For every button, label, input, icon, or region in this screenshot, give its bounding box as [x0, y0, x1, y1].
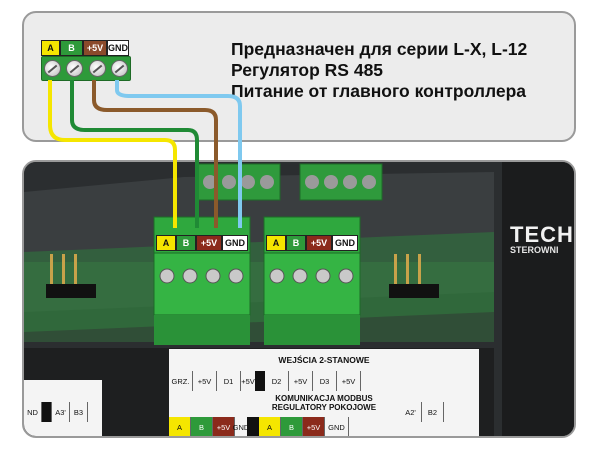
strip-cell: D2 [265, 371, 289, 391]
label-a: A [266, 235, 286, 251]
label-5v: +5V [83, 40, 107, 56]
callout-line-power: Питание от главного контроллера [231, 81, 527, 101]
connector-left-labels: A B +5V GND [156, 235, 248, 251]
strip-cell: A3' [52, 402, 70, 422]
screw-icon [89, 60, 106, 77]
label-gnd: GND [222, 235, 248, 251]
strip-cell: B3 [70, 402, 88, 422]
strip-cell: B [191, 417, 213, 436]
strip-cell: +5V [289, 371, 313, 391]
strip-title: WEJŚCIA 2-STANOWE [278, 355, 370, 365]
label-b: B [176, 235, 196, 251]
controller-housing [502, 162, 574, 436]
strip-cell: +5V [213, 417, 235, 436]
strip-cell: ND [24, 402, 42, 422]
label-5v: +5V [306, 235, 332, 251]
strip-cell: B2 [422, 402, 444, 422]
brand-logo: TECH [510, 222, 574, 247]
strip-cell: A [169, 417, 191, 436]
label-5v: +5V [196, 235, 222, 251]
screw-icon [66, 60, 83, 77]
strip-cell: +5V [193, 371, 217, 391]
callout-line-series: Предназначен для серии L-X, L-12 [231, 39, 528, 59]
screw-icon [111, 60, 128, 77]
mid-strip-row: A2' B2 [400, 402, 444, 422]
callout-text: Предназначен для серии L-X, L-12 Регулят… [231, 39, 527, 102]
label-a: A [41, 40, 60, 56]
mid-label-strip: A2' B2 [400, 380, 446, 436]
screw-icon [44, 60, 61, 77]
label-b: B [60, 40, 83, 56]
strip-cell: D1 [217, 371, 241, 391]
top-terminal-labels: A B +5V GND [41, 40, 129, 56]
brand-sub: STEROWNI [510, 245, 559, 255]
label-gnd: GND [332, 235, 358, 251]
strip-cell: A2' [400, 402, 422, 422]
left-label-strip: ND A3' B3 [24, 380, 102, 436]
strip-cell: GND [325, 417, 349, 436]
top-terminal-block [41, 56, 131, 81]
strip-row-inputs: GRZ. +5V D1 +5V D2 +5V D3 +5V [169, 371, 361, 391]
strip-cell: GRZ. [169, 371, 193, 391]
connector-right-labels: A B +5V GND [266, 235, 358, 251]
left-strip-row: ND A3' B3 [24, 402, 88, 422]
strip-cell: +5V [303, 417, 325, 436]
label-b: B [286, 235, 306, 251]
strip-divider [42, 402, 52, 422]
strip-row-modbus: A B +5V GND A B +5V GND [169, 417, 349, 436]
strip-cell: GND [233, 417, 259, 436]
strip-cell: D3 [313, 371, 337, 391]
strip-cell: B [281, 417, 303, 436]
strip-cell: A [259, 417, 281, 436]
strip-subtitle-line2: REGULATORY POKOJOWE [271, 403, 377, 412]
label-gnd: GND [107, 40, 129, 56]
strip-cell: +5V [241, 371, 265, 391]
callout-line-regulator: Регулятор RS 485 [231, 60, 384, 80]
label-a: A [156, 235, 176, 251]
strip-cell: +5V [337, 371, 361, 391]
strip-subtitle-line1: KOMUNIKACJA MODBUS [275, 394, 373, 403]
controller-photo: A B +5V GND A B +5V GND TECH STEROWNI WE… [22, 160, 576, 438]
